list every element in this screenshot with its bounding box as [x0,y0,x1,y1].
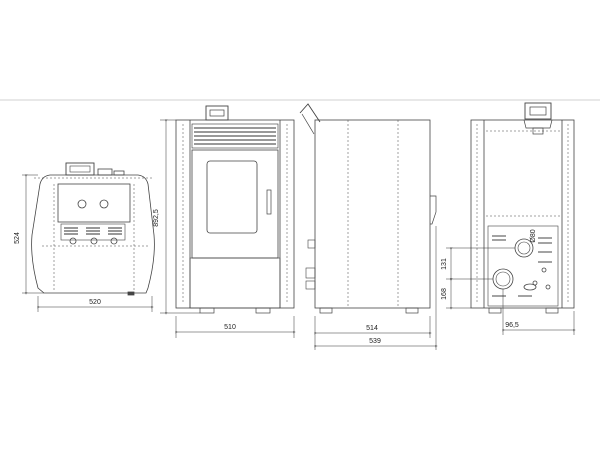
side-depth-label: 514 [366,325,378,332]
rear-view [470,102,575,314]
top-width-label: 520 [89,299,101,306]
top-hopper-lid [65,162,95,176]
front-view-dimensions [160,120,294,338]
top-knob-left [77,199,87,209]
front-ash-drawer [189,257,281,309]
side-view-dimensions [315,226,436,350]
side-body-outline [314,119,431,309]
front-height-label: 892,5 [153,209,160,227]
top-view-outline [31,174,155,294]
rear-hopper-lid [524,102,552,120]
front-door-glass [206,160,258,234]
rear-body-outline [470,119,575,309]
top-depth-label: 524 [14,232,21,244]
top-view [31,162,155,296]
front-hopper-lid [205,105,229,121]
overall-depth-label: 539 [369,338,381,345]
inlet-height-label: 168 [441,288,448,300]
flue-height-label: 131 [441,258,448,270]
top-control-panel [57,183,131,223]
flue-diameter-label: Ø80 [530,229,537,242]
front-width-label: 510 [224,324,236,331]
side-flue-pipe [430,195,437,225]
rear-service-panel [487,225,559,307]
rear-top-bracket [523,119,553,129]
rear-view-dimensions [446,248,574,335]
front-top-grille [191,123,279,149]
front-door-handle [266,189,272,215]
offset-label: 96,5 [505,322,519,329]
side-hopper-lid [299,103,321,123]
front-door-frame [191,149,279,259]
front-view [175,105,295,314]
top-view-dimensions [22,175,152,312]
top-knob-right [99,199,109,209]
side-view [299,103,437,314]
